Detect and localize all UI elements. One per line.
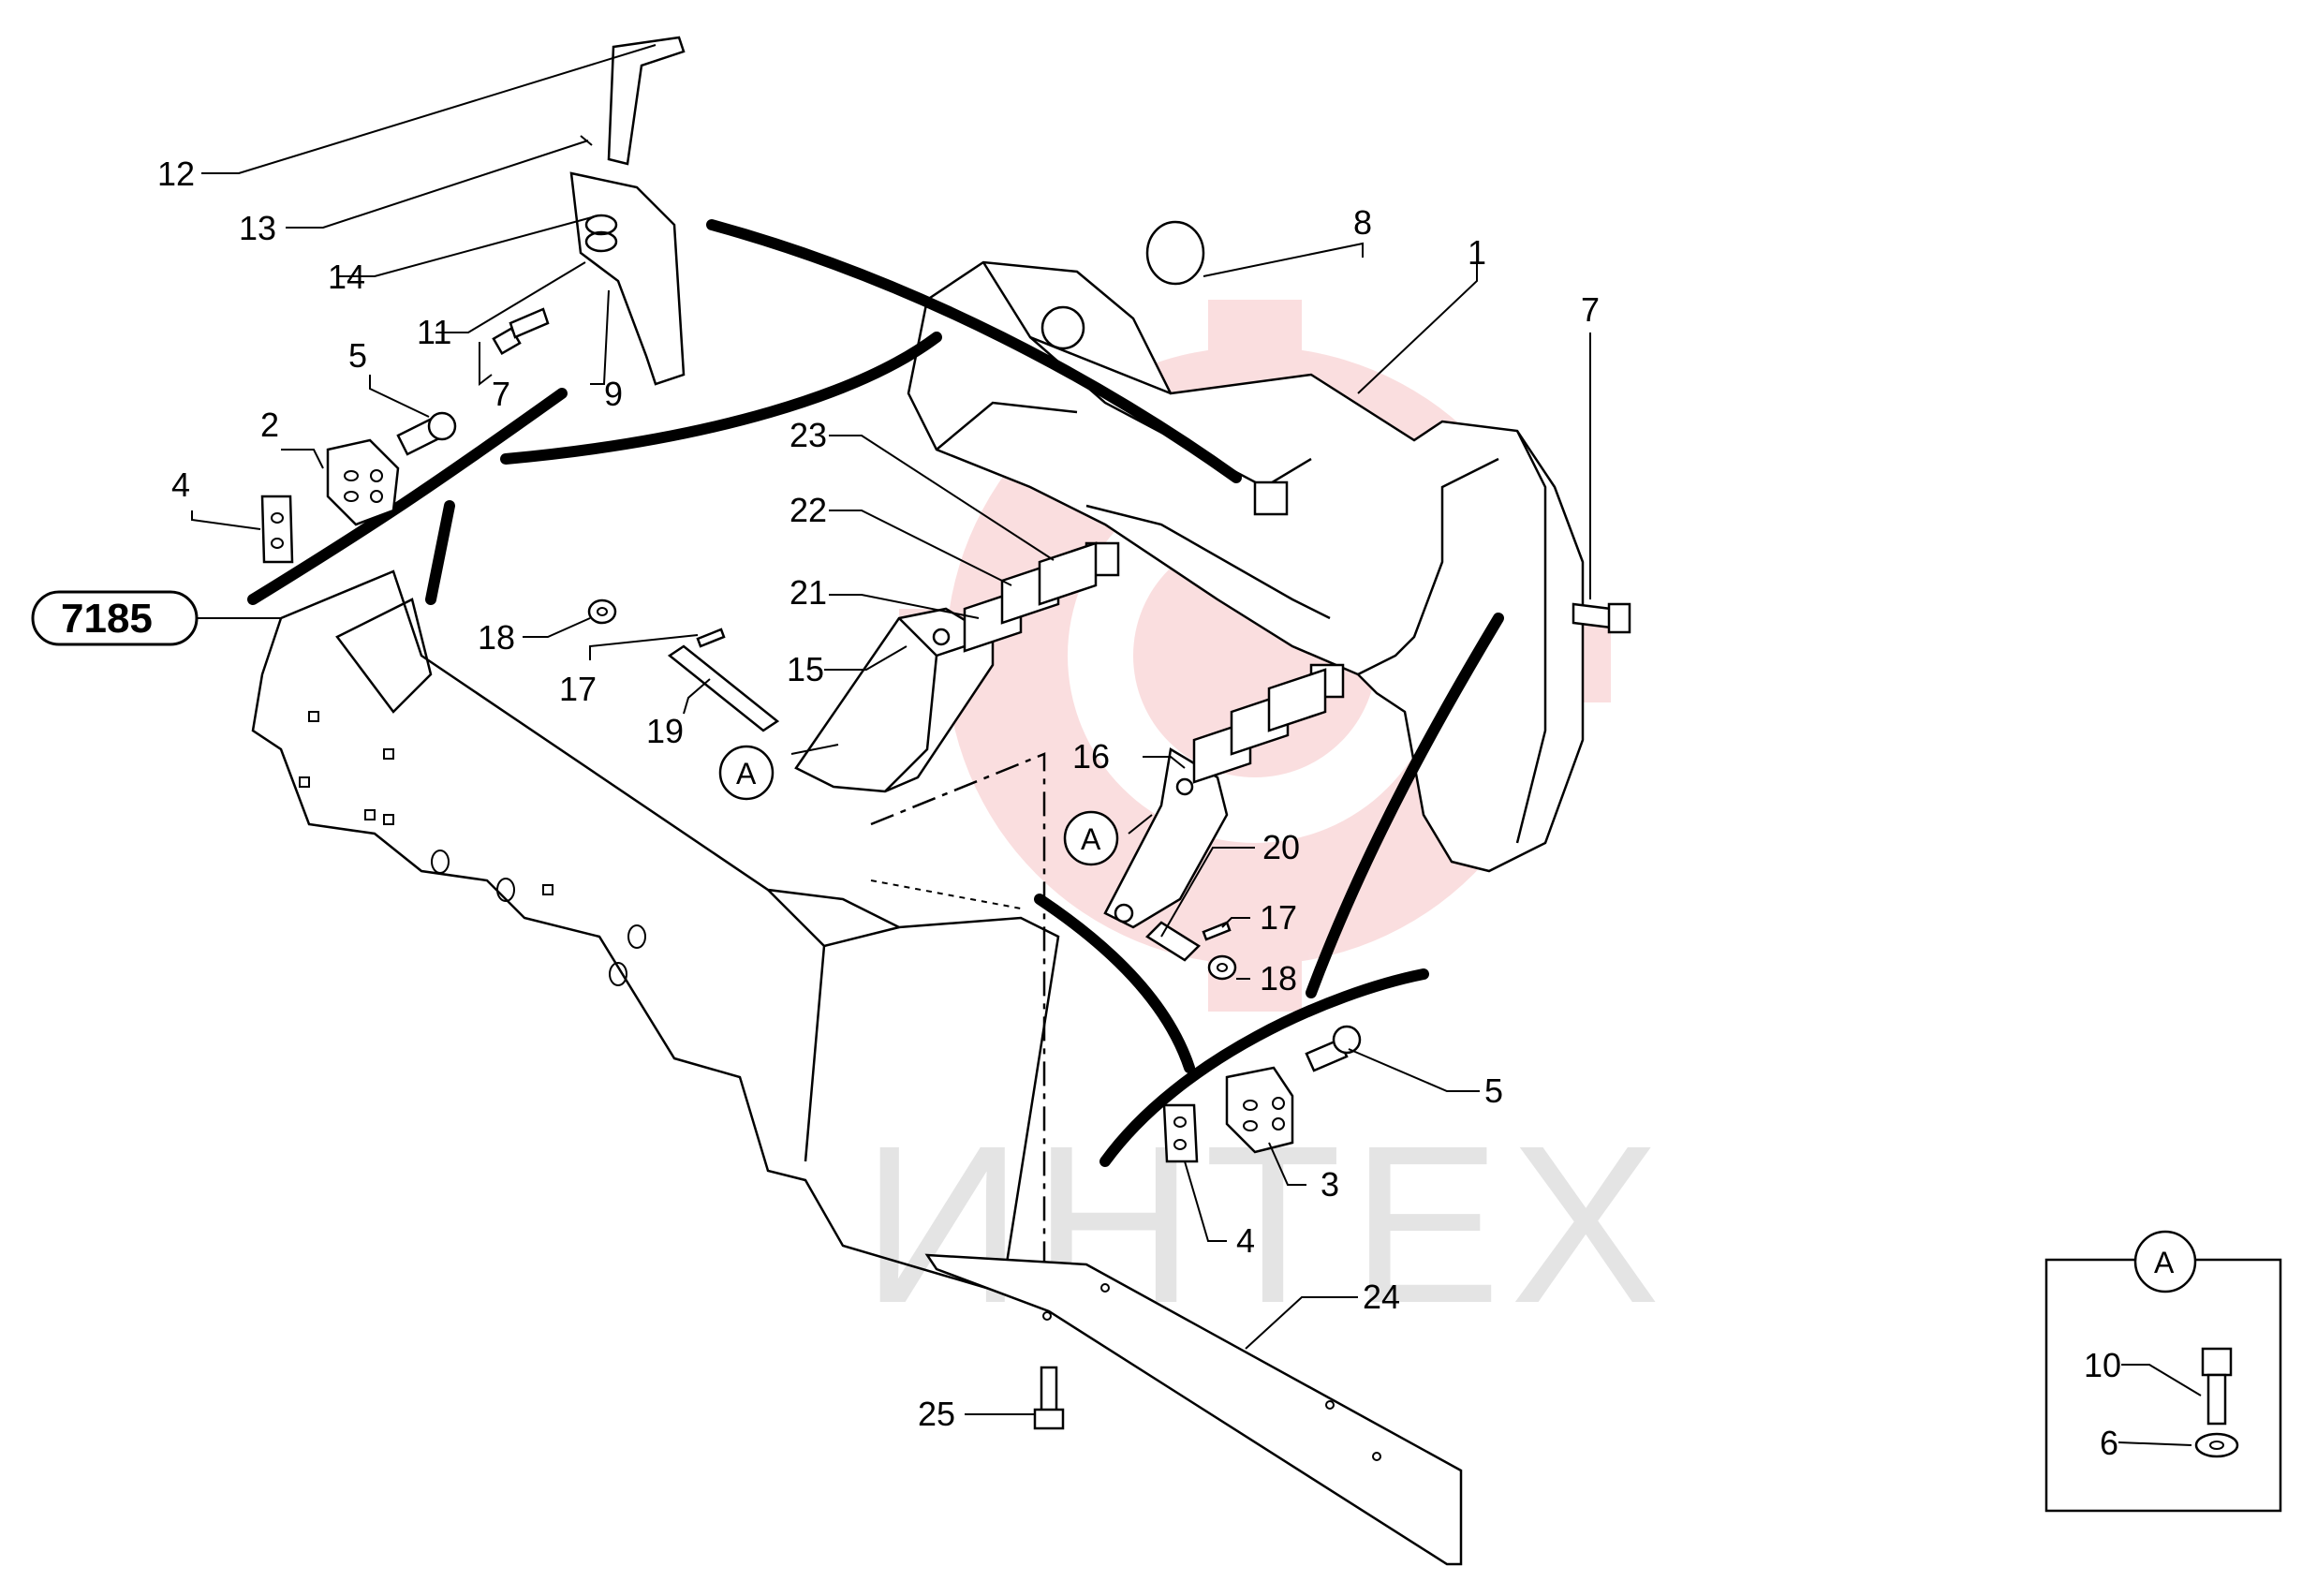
support-16 [1103, 746, 1229, 929]
detail-a-title: A [2154, 1246, 2175, 1279]
block-3 [1225, 1066, 1294, 1154]
label-3: 3 [1321, 1165, 1339, 1204]
bolt-7-right [1572, 602, 1631, 634]
bolt-5-lower [1305, 1025, 1362, 1072]
label-5-lower: 5 [1484, 1071, 1503, 1110]
leader-lines [191, 44, 1591, 1415]
label-18-lower: 18 [1260, 959, 1297, 998]
bolt-25 [1033, 1366, 1065, 1430]
lever-assembly [569, 36, 686, 386]
washer-18-lower [1207, 954, 1237, 981]
outline-arc-3 [247, 388, 568, 605]
centerline-1 [870, 752, 1046, 1293]
outline-arc-5 [1034, 894, 1195, 1073]
label-13: 13 [239, 209, 276, 247]
plate-4-lower [1162, 1103, 1199, 1163]
detail-a-inset: A 10 6 [2044, 1230, 2282, 1513]
detail-label-10: 10 [2084, 1346, 2121, 1384]
outline-arc-6 [1306, 613, 1504, 998]
label-14: 14 [328, 258, 365, 296]
reference-badge: 7185 [31, 590, 199, 646]
label-7-right: 7 [1581, 290, 1600, 329]
label-19: 19 [646, 712, 684, 750]
callout-a-right: A [1063, 810, 1119, 866]
callout-a-left: A [718, 745, 775, 801]
pin-19 [667, 644, 780, 732]
label-8: 8 [1353, 203, 1372, 242]
spring-pin-17-upper [696, 628, 726, 648]
skid-plate-24 [924, 1253, 1463, 1566]
shim-set-lower [1192, 668, 1327, 784]
label-11: 11 [417, 313, 451, 351]
detail-washer [2194, 1432, 2239, 1458]
label-24: 24 [1363, 1278, 1400, 1316]
label-4-lower: 4 [1236, 1221, 1255, 1260]
label-2: 2 [260, 406, 279, 444]
label-20: 20 [1262, 828, 1300, 866]
washer-18-upper [587, 598, 617, 625]
detail-label-6: 6 [2100, 1424, 2118, 1462]
label-9: 9 [604, 375, 623, 413]
label-25: 25 [918, 1395, 955, 1433]
label-4-upper: 4 [171, 466, 190, 504]
label-17-lower: 17 [1260, 898, 1297, 937]
block-2 [326, 438, 400, 526]
label-21: 21 [789, 573, 827, 612]
label-22: 22 [789, 491, 827, 529]
svg-text:A: A [1081, 822, 1101, 856]
label-12: 12 [157, 155, 195, 193]
pin-20 [1145, 921, 1201, 962]
label-15: 15 [787, 650, 824, 688]
detail-screw [2201, 1347, 2233, 1426]
plate-4-upper [260, 495, 294, 564]
svg-text:A: A [736, 757, 757, 791]
outline-arc-2 [500, 332, 942, 465]
ballast-bracket [907, 260, 1585, 873]
cap-8 [1145, 220, 1205, 286]
label-5-upper: 5 [348, 336, 367, 375]
label-16: 16 [1072, 737, 1110, 776]
outline-arc-4 [425, 500, 455, 605]
outline-arc-1 [706, 219, 1242, 483]
bolt-5-upper [396, 411, 457, 456]
outline-arc-7 [1099, 968, 1429, 1167]
reference-label: 7185 [61, 596, 153, 642]
label-1: 1 [1468, 233, 1486, 272]
label-23: 23 [789, 416, 827, 454]
label-7-upper: 7 [492, 375, 510, 413]
tractor-frame [251, 569, 1060, 1294]
bolt-7-upper [492, 307, 550, 356]
support-15 [794, 607, 995, 793]
shim-set-upper [963, 541, 1098, 653]
label-17-upper: 17 [559, 670, 597, 708]
label-18-upper: 18 [478, 618, 515, 657]
